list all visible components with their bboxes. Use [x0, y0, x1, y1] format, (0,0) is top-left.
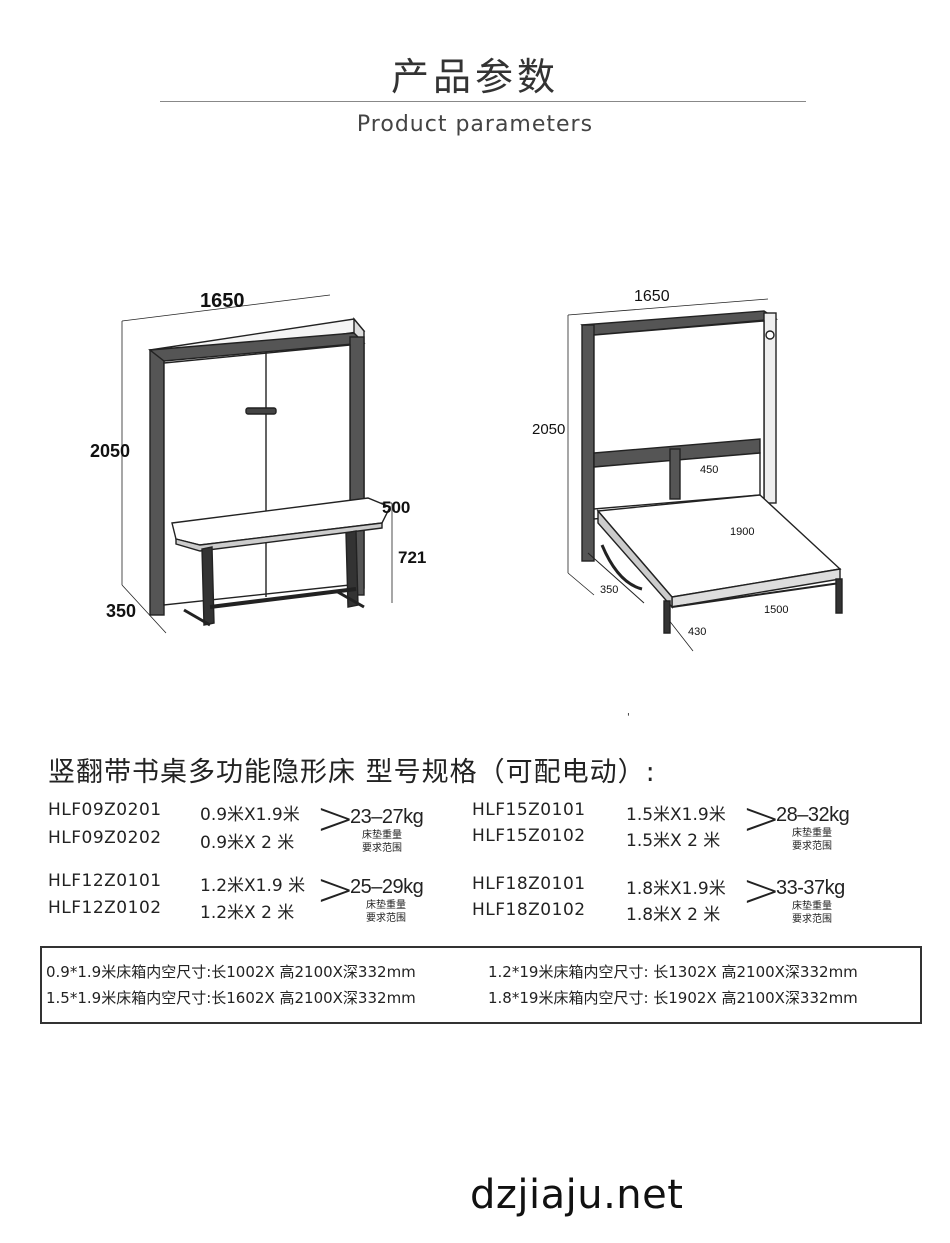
chevron-right-icon: > [742, 791, 781, 845]
dim-desk-depth: 500 [382, 498, 410, 517]
diagram-open-bed: 1650 2050 450 1900 350 1500 430 [532, 288, 843, 652]
chevron-right-icon: > [316, 791, 355, 845]
chevron-right-icon: > [742, 863, 781, 917]
weight-range: 28–32kg [776, 804, 850, 826]
weight-range: 23–27kg [350, 806, 424, 828]
dim-desk-height: 721 [398, 548, 426, 567]
stray-mark: ' [627, 712, 630, 723]
model-code: HLF18Z0101 [472, 874, 586, 894]
dim-left-width: 1650 [200, 290, 245, 312]
weight-note: 床垫重量 [792, 901, 832, 912]
weight-note: 要求范围 [366, 913, 406, 924]
dim-right-depth: 350 [600, 584, 618, 596]
dim-right-height: 2050 [532, 421, 565, 438]
model-size: 1.2米X 2 米 [200, 903, 295, 923]
model-size: 0.9米X1.9米 [200, 805, 300, 825]
model-code: HLF09Z0201 [48, 800, 162, 820]
model-code: HLF18Z0102 [472, 900, 586, 920]
weight-range: 33-37kg [776, 877, 845, 899]
model-size: 1.5米X1.9米 [626, 805, 726, 825]
weight-note: 床垫重量 [362, 830, 402, 841]
weight-note: 要求范围 [792, 914, 832, 925]
model-code: HLF12Z0101 [48, 871, 162, 891]
inner-size-line: 0.9*1.9米床箱内空尺寸:长1002X 高2100X深332mm [46, 963, 416, 981]
model-size: 1.8米X1.9米 [626, 879, 726, 899]
inner-size-line: 1.5*1.9米床箱内空尺寸:长1602X 高2100X深332mm [46, 989, 416, 1007]
model-size: 1.5米X 2 米 [626, 831, 721, 851]
model-code: HLF09Z0202 [48, 828, 162, 848]
dim-bed-length: 1900 [730, 526, 754, 538]
dim-right-width: 1650 [634, 288, 670, 305]
dim-bed-width: 1500 [764, 604, 788, 616]
weight-note: 床垫重量 [792, 828, 832, 839]
weight-note: 要求范围 [362, 843, 402, 854]
model-code: HLF15Z0102 [472, 826, 586, 846]
weight-note: 要求范围 [792, 841, 832, 852]
dim-headboard: 450 [700, 464, 718, 476]
model-size: 1.2米X1.9 米 [200, 876, 306, 896]
chevron-right-icon: > [316, 862, 355, 916]
page-subtitle: Product parameters [356, 112, 594, 137]
model-size: 0.9米X 2 米 [200, 833, 295, 853]
dim-left-height: 2050 [90, 441, 130, 461]
page-title: 产品参数 [390, 55, 559, 99]
model-code: HLF12Z0102 [48, 898, 162, 918]
model-size: 1.8米X 2 米 [626, 905, 721, 925]
inner-size-line: 1.2*19米床箱内空尺寸: 长1302X 高2100X深332mm [488, 963, 858, 981]
weight-range: 25–29kg [350, 876, 424, 898]
inner-size-box [40, 946, 922, 1024]
spec-heading: 竖翻带书桌多功能隐形床 型号规格（可配电动）: [48, 757, 656, 788]
dim-left-depth: 350 [106, 601, 136, 621]
inner-size-line: 1.8*19米床箱内空尺寸: 长1902X 高2100X深332mm [488, 989, 858, 1007]
dim-leg: 430 [688, 626, 706, 638]
diagram-closed-cabinet: 1650 2050 350 500 721 [90, 290, 426, 634]
site-watermark: dzjiaju.net [470, 1172, 684, 1218]
weight-note: 床垫重量 [366, 900, 406, 911]
title-divider [160, 101, 806, 102]
model-code: HLF15Z0101 [472, 800, 586, 820]
